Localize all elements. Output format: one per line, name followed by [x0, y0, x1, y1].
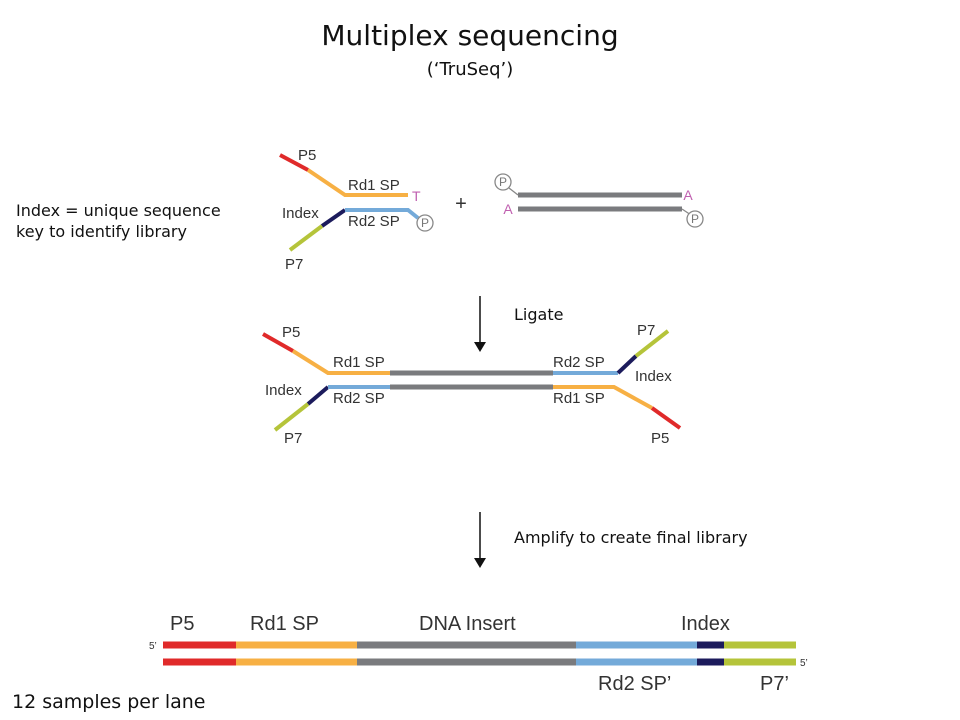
insert-fragment [508, 187, 692, 216]
ligated-left-index-strand [306, 385, 330, 406]
final-five-prime-left: 5’ [149, 641, 157, 652]
final-p7-label: P7’ [760, 673, 789, 695]
plus-sign: + [455, 193, 467, 215]
adapter-p5-label: P5 [298, 147, 316, 164]
ligated-left-rd1-label: Rd1 SP [333, 354, 385, 371]
adapter-p7-strand [288, 224, 324, 252]
page-subtitle: (‘TruSeq’) [427, 59, 514, 80]
adapter-rd1-label: Rd1 SP [348, 177, 400, 194]
insert-a-overhang-bottom: A [503, 201, 513, 217]
insert-a-overhang-top: A [683, 187, 693, 203]
ligated-left-rd2-label: Rd2 SP [333, 390, 385, 407]
adapter-rd1-strand [306, 168, 408, 197]
ligated-left-p5-label: P5 [282, 324, 300, 341]
adapter-rd2-strand [345, 208, 420, 220]
ligated-right-index-label: Index [635, 368, 672, 385]
adapter-p7-label: P7 [285, 256, 303, 273]
adapter-index-strand [320, 208, 347, 228]
ligated-right-p5-label: P5 [651, 430, 669, 447]
final-rd1-label: Rd1 SP [250, 613, 319, 635]
y-adapter [279, 153, 420, 252]
final-insert-label: DNA Insert [419, 613, 516, 635]
final-index-label: Index [681, 613, 730, 635]
svg-text:P: P [499, 175, 507, 189]
ligated-right-rd1-label: Rd1 SP [553, 390, 605, 407]
adapter-rd2-label: Rd2 SP [348, 213, 400, 230]
page-title: Multiplex sequencing [321, 19, 618, 52]
ligated-right-rd1-strand [553, 385, 653, 410]
ligated-left-rd1-strand [291, 349, 390, 375]
ligated-right-index-strand [616, 354, 638, 375]
amplify-arrow-icon [474, 512, 486, 568]
adapter-phosphate-icon: P [416, 214, 434, 232]
ligated-left-p5-strand [262, 332, 294, 353]
ligate-arrow-icon [474, 296, 486, 352]
insert-phosphate-right-icon: P [686, 210, 704, 228]
ligated-left-p7-label: P7 [284, 430, 302, 447]
ligated-right-rd2-label: Rd2 SP [553, 354, 605, 371]
amplify-label: Amplify to create final library [514, 528, 748, 547]
ligated-right-p7-label: P7 [637, 322, 655, 339]
adapter-p5-strand [279, 153, 309, 172]
ligated-product [262, 329, 682, 432]
adapter-index-label: Index [282, 205, 319, 222]
ligated-right-p7-strand [634, 329, 670, 358]
final-five-prime-right: 5’ [800, 658, 808, 669]
index-note-line1: Index = unique sequence [16, 201, 221, 220]
ligated-left-p7-strand [273, 402, 310, 432]
ligated-left-index-label: Index [265, 382, 302, 399]
svg-text:P: P [691, 212, 699, 226]
adapter-t-overhang: T [412, 188, 421, 204]
ligated-right-p5-strand [650, 406, 682, 430]
index-note-line2: key to identify library [16, 222, 187, 241]
samples-per-lane-note: 12 samples per lane [12, 691, 206, 713]
final-rd2-label: Rd2 SP’ [598, 673, 671, 695]
ligate-label: Ligate [514, 305, 563, 324]
insert-phosphate-left-icon: P [494, 173, 512, 191]
svg-text:P: P [421, 216, 429, 230]
final-p5-label: P5 [170, 613, 194, 635]
final-library [163, 641, 796, 666]
